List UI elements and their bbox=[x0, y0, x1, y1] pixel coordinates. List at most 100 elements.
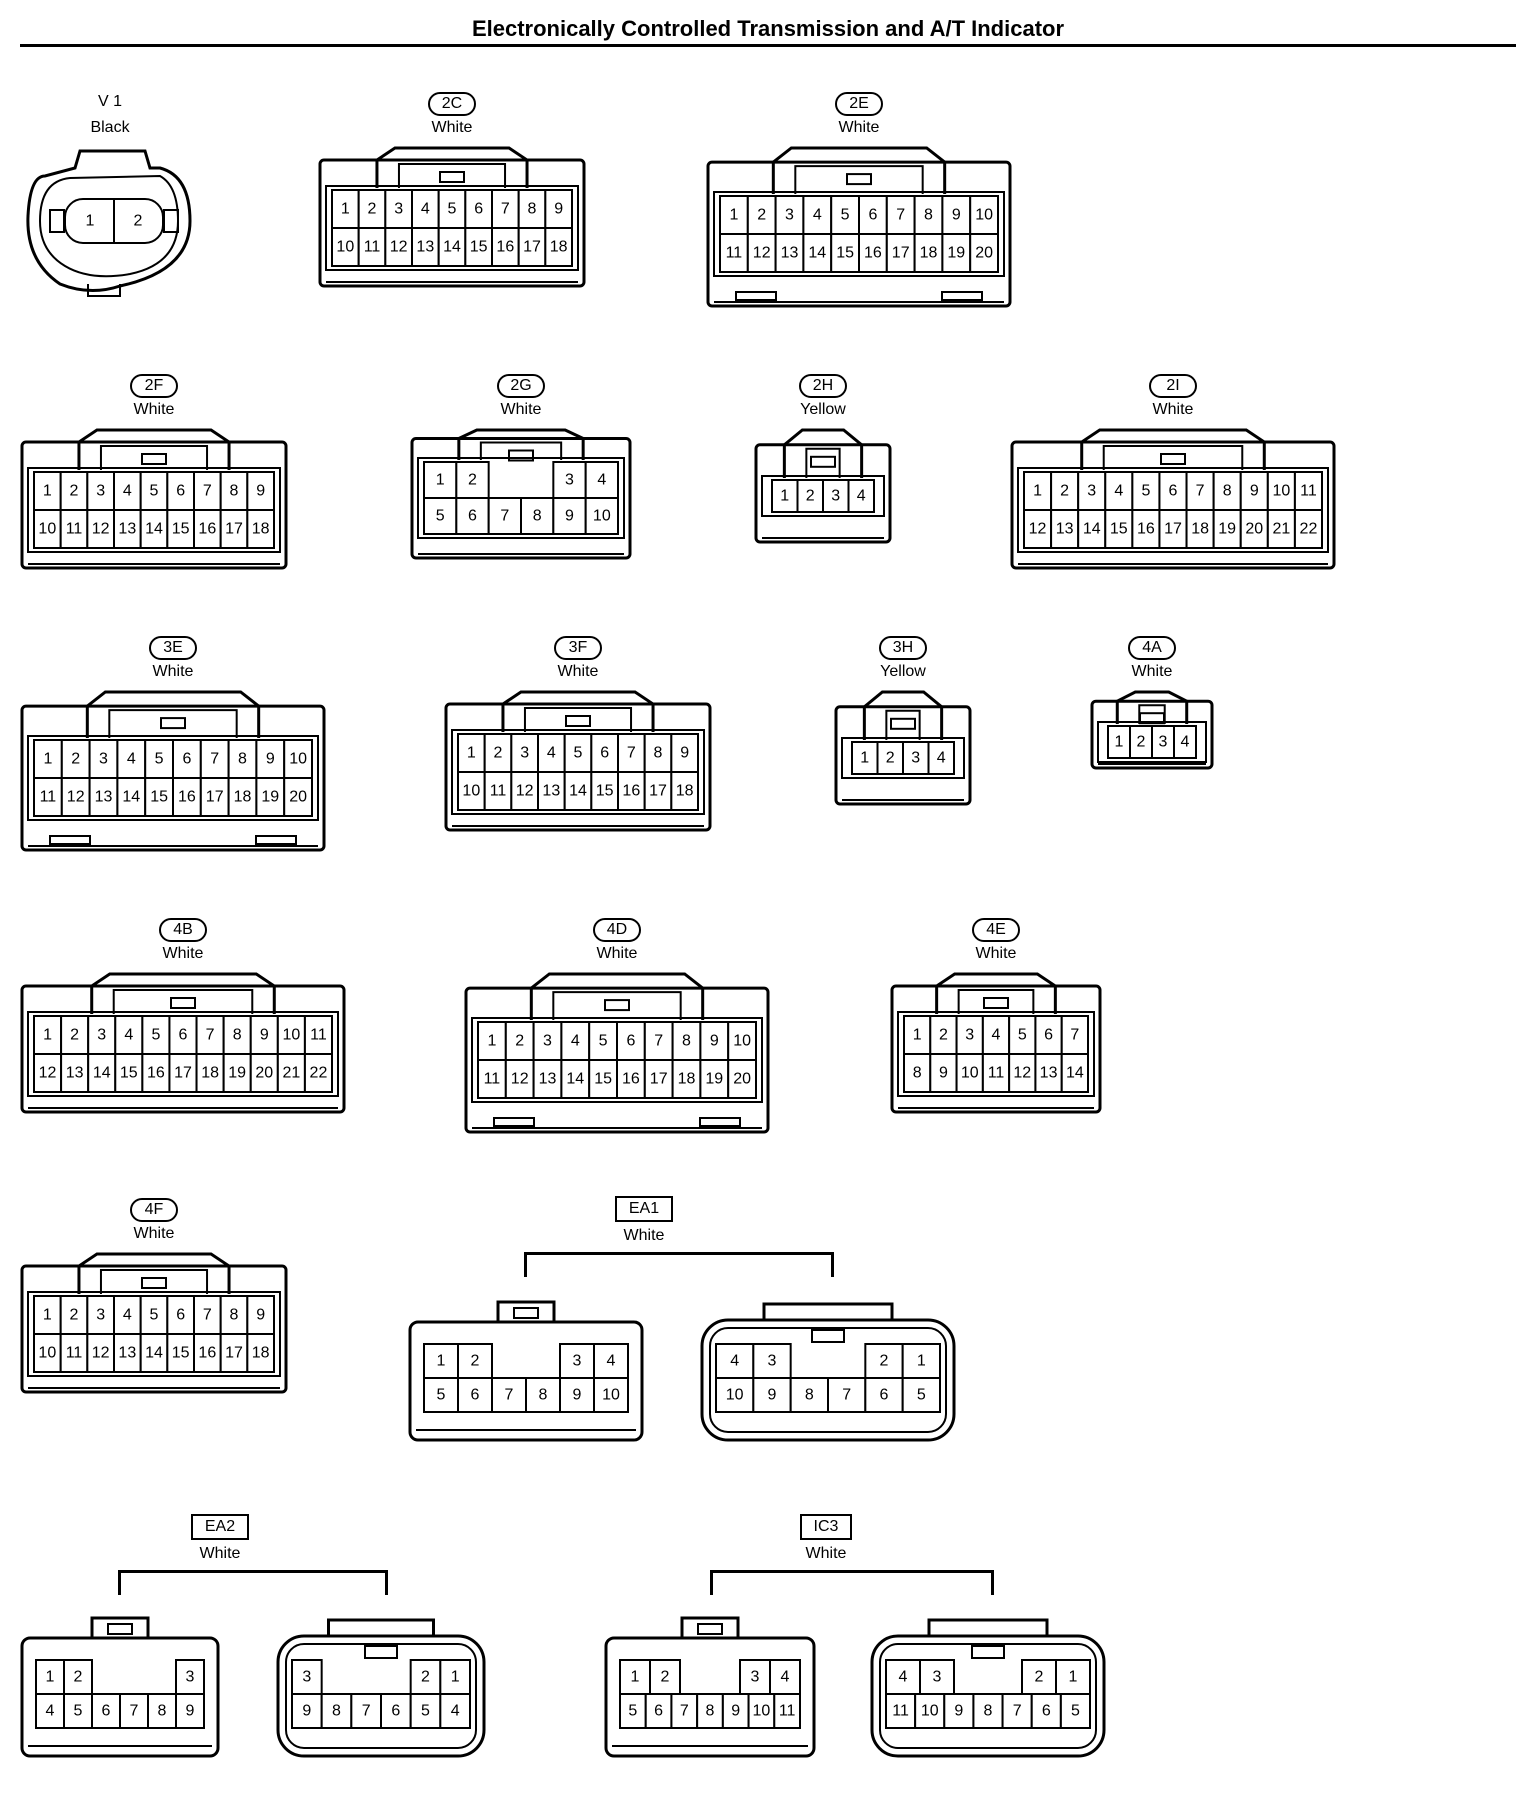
pin-number: 8 bbox=[528, 201, 537, 218]
pin-cell bbox=[827, 1377, 867, 1413]
connector-housing bbox=[20, 690, 326, 852]
pin-number: 4 bbox=[451, 1703, 460, 1720]
connector-code: 2E bbox=[835, 92, 883, 116]
pin-number: 16 bbox=[198, 521, 216, 538]
connector-code: 2G bbox=[497, 374, 545, 398]
pin-number: 14 bbox=[808, 245, 826, 262]
connector-color: White bbox=[975, 945, 1017, 962]
connector-code-label: V 1 bbox=[20, 92, 200, 112]
pin-cell bbox=[1212, 509, 1242, 549]
connector-color: White bbox=[557, 663, 599, 680]
connector-code-label: 4B bbox=[20, 918, 346, 942]
pin-number: 12 bbox=[511, 1071, 529, 1088]
connector-housing bbox=[870, 1618, 1106, 1758]
group-color: White bbox=[623, 1227, 665, 1244]
pin-cell bbox=[593, 1343, 629, 1379]
connector-color: White bbox=[431, 119, 473, 136]
pin-number: 22 bbox=[310, 1065, 328, 1082]
pin-number: 15 bbox=[470, 239, 488, 256]
connector-color: White bbox=[162, 945, 204, 962]
pin-cell bbox=[1050, 471, 1080, 511]
pin-number: 4 bbox=[1181, 734, 1190, 751]
pin-number: 3 bbox=[520, 745, 529, 762]
pin-number: 17 bbox=[174, 1065, 192, 1082]
pin-number: 19 bbox=[228, 1065, 246, 1082]
pin-number: 7 bbox=[203, 1307, 212, 1324]
pin-number: 13 bbox=[542, 783, 560, 800]
page-title: Electronically Controlled Transmission a… bbox=[471, 16, 1065, 41]
pin-number: 14 bbox=[443, 239, 461, 256]
pin-number: 7 bbox=[505, 1387, 514, 1404]
connector-code: V 1 bbox=[97, 93, 122, 110]
connector-code-label: 2F bbox=[20, 374, 288, 398]
pin-number: 5 bbox=[150, 1307, 159, 1324]
pin-number: 13 bbox=[416, 239, 434, 256]
pin-number: 9 bbox=[186, 1703, 195, 1720]
connector-code-label: 2C bbox=[318, 92, 586, 116]
pin-number: 5 bbox=[155, 751, 164, 768]
pin-number: 2 bbox=[939, 1027, 948, 1044]
pin-number: 2 bbox=[70, 483, 79, 500]
pin-number: 19 bbox=[947, 245, 965, 262]
pin-cell bbox=[246, 509, 275, 549]
pin-number: 13 bbox=[539, 1071, 557, 1088]
pin-cell bbox=[491, 227, 520, 267]
pin-number: 6 bbox=[179, 1027, 188, 1044]
pin-cell bbox=[33, 777, 63, 817]
pin-cell bbox=[147, 1693, 177, 1729]
pin-cell bbox=[227, 739, 258, 779]
pin-number: 14 bbox=[145, 1345, 163, 1362]
pin-cell bbox=[1158, 471, 1188, 511]
pin-number: 8 bbox=[924, 207, 933, 224]
pin-number: 7 bbox=[1070, 1027, 1079, 1044]
pin-number: 1 bbox=[43, 483, 52, 500]
connector-code-label: 4D bbox=[464, 918, 770, 942]
connector-housing bbox=[20, 428, 288, 570]
pin-number: 15 bbox=[150, 789, 168, 806]
pin-number: 8 bbox=[158, 1703, 167, 1720]
pin-number: 1 bbox=[46, 1669, 55, 1686]
pin-number: 3 bbox=[543, 1033, 552, 1050]
connector-color: White bbox=[500, 401, 542, 418]
pin-cell bbox=[520, 497, 555, 535]
pin-number: 10 bbox=[38, 521, 56, 538]
pin-number: 2 bbox=[74, 1669, 83, 1686]
pin-number: 3 bbox=[768, 1353, 777, 1370]
connector-housing bbox=[408, 1300, 644, 1442]
pin-cell bbox=[774, 195, 805, 235]
connector-color: White bbox=[133, 401, 175, 418]
pin-cell bbox=[219, 1333, 249, 1373]
pin-cell bbox=[876, 741, 904, 775]
pin-number: 12 bbox=[390, 239, 408, 256]
pin-number: 6 bbox=[1042, 1703, 1051, 1720]
pin-cell bbox=[504, 1021, 535, 1061]
pin-number: 2 bbox=[468, 472, 477, 489]
connector-housing bbox=[604, 1616, 816, 1758]
connector-code-label: 3E bbox=[20, 636, 326, 660]
pin-number: 9 bbox=[565, 508, 574, 525]
pin-number: 15 bbox=[120, 1065, 138, 1082]
pin-number: 15 bbox=[836, 245, 854, 262]
pin-cell bbox=[851, 741, 879, 775]
pin-number: 6 bbox=[102, 1703, 111, 1720]
pin-cell bbox=[384, 227, 414, 267]
pin-cell bbox=[33, 1015, 63, 1055]
pin-number: 16 bbox=[622, 1071, 640, 1088]
pin-number: 1 bbox=[631, 1669, 640, 1686]
pin-cell bbox=[927, 741, 955, 775]
pin-cell bbox=[86, 509, 116, 549]
pin-cell bbox=[830, 233, 860, 273]
pin-number: 11 bbox=[66, 1345, 83, 1362]
pin-number: 6 bbox=[600, 745, 609, 762]
pin-number: 4 bbox=[730, 1353, 739, 1370]
pin-cell bbox=[616, 1059, 646, 1099]
pin-cell bbox=[219, 509, 249, 549]
pin-cell bbox=[670, 733, 699, 773]
connector-color: White bbox=[1152, 401, 1194, 418]
pin-cell bbox=[822, 479, 850, 513]
pin-cell bbox=[830, 195, 860, 235]
pin-cell bbox=[166, 509, 195, 549]
